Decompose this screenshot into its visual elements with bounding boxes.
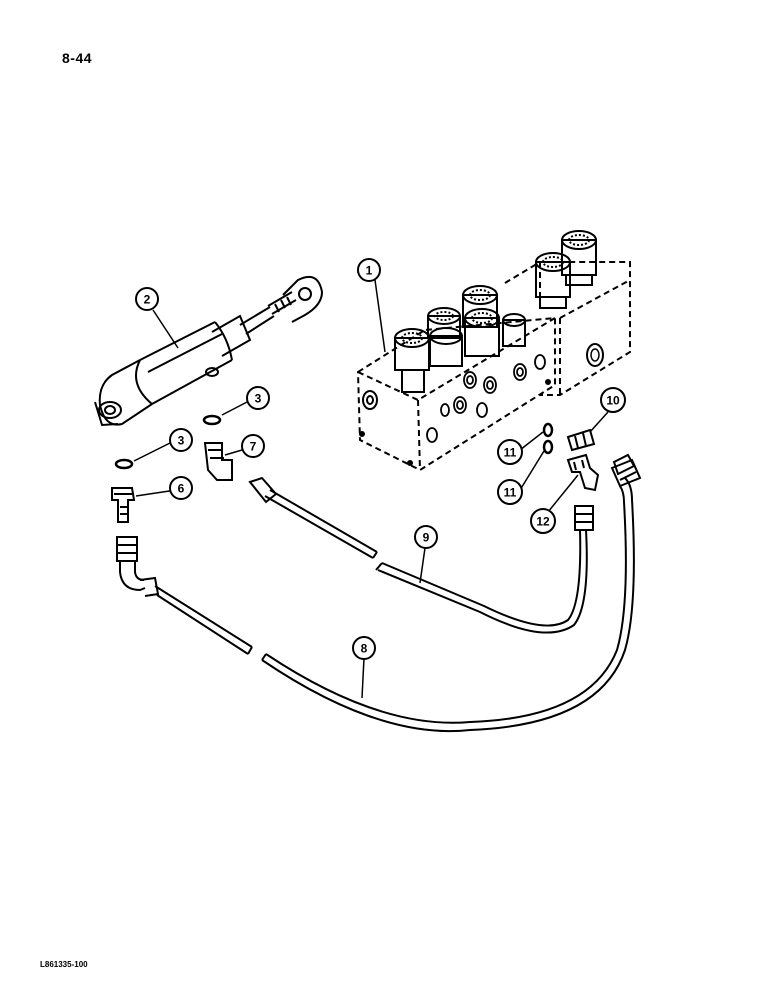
callout-7: 7 [241,434,265,458]
callout-2: 2 [135,287,159,311]
callout-9: 9 [414,525,438,549]
o-rings [114,414,554,470]
hydraulic-cylinder [94,276,324,427]
page-number: 8-44 [62,50,93,66]
callout-6: 6 [169,476,193,500]
reference-code: L861335-100 [40,960,88,969]
fittings [111,428,600,523]
callout-8: 8 [352,636,376,660]
svg-text:9: 9 [423,531,430,545]
svg-text:11: 11 [504,446,517,460]
hoses [116,453,642,733]
svg-text:3: 3 [178,434,185,448]
svg-text:11: 11 [504,486,517,500]
svg-text:3: 3 [255,392,262,406]
svg-text:6: 6 [178,482,185,496]
svg-text:8: 8 [361,642,368,656]
svg-text:10: 10 [606,394,620,408]
callout-10: 10 [600,387,626,413]
svg-text:12: 12 [536,515,550,529]
callout-3b: 3 [169,428,193,452]
callout-11a: 11 [497,439,523,465]
svg-text:1: 1 [366,264,373,278]
callout-11b: 11 [497,479,523,505]
callout-12: 12 [530,508,556,534]
callout-1: 1 [357,258,381,282]
control-valve-assembly [356,230,631,472]
leader-lines [133,279,609,699]
svg-text:2: 2 [144,293,151,307]
callout-3a: 3 [246,386,270,410]
svg-text:7: 7 [250,440,257,454]
